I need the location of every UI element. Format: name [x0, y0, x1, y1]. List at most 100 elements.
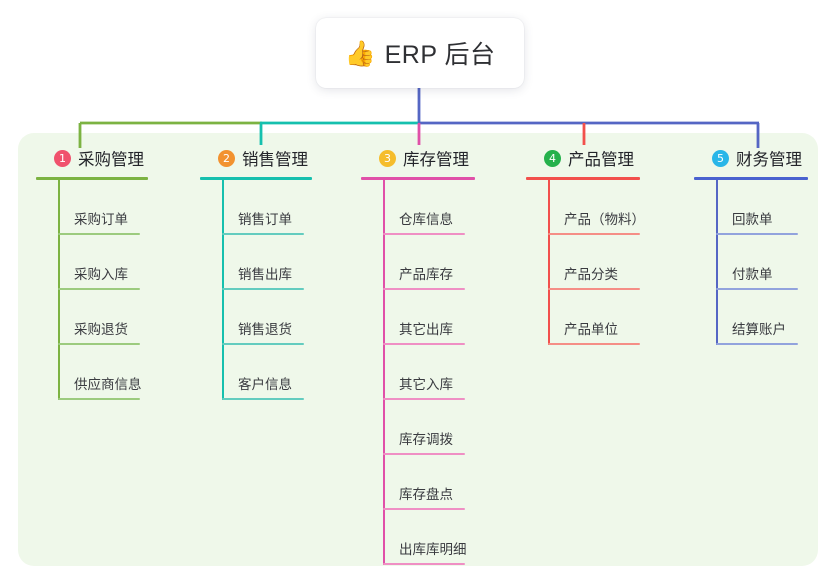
branch-item[interactable]: 出库库明细 — [361, 510, 475, 565]
branch-item-underline — [222, 233, 304, 235]
branch-item[interactable]: 库存调拨 — [361, 400, 475, 455]
branch-column-5: 5 财务管理回款单付款单结算账户 — [694, 146, 808, 345]
branch-item-label: 销售出库 — [238, 267, 292, 282]
branch-item-underline — [716, 288, 798, 290]
branch-item[interactable]: 回款单 — [694, 180, 808, 235]
branch-badge-2: 2 — [218, 149, 235, 167]
branch-underline-1 — [36, 177, 148, 180]
thumbs-up-icon: 👍 — [344, 38, 376, 68]
branch-items-3: 仓库信息产品库存其它出库其它入库库存调拨库存盘点出库库明细 — [361, 180, 475, 565]
branch-item-label: 产品库存 — [399, 267, 453, 282]
branch-item-label: 库存盘点 — [399, 487, 453, 502]
branch-item[interactable]: 供应商信息 — [36, 345, 148, 400]
branch-item[interactable]: 销售退货 — [200, 290, 312, 345]
branch-item-label: 结算账户 — [732, 322, 786, 337]
branch-underline-2 — [200, 177, 312, 180]
branch-title-2: 销售管理 — [242, 151, 308, 169]
branch-item-underline — [383, 563, 465, 565]
branch-spine-3 — [383, 180, 385, 565]
diagram-panel — [18, 133, 818, 566]
branch-item-label: 采购退货 — [74, 322, 128, 337]
root-node-title: ERP 后台 — [384, 41, 496, 69]
branch-item-label: 付款单 — [732, 267, 773, 282]
branch-item-label: 销售订单 — [238, 212, 292, 227]
branch-item-underline — [383, 288, 465, 290]
branch-badge-1: 1 — [54, 149, 71, 167]
branch-items-4: 产品（物料） 产品分类产品单位 — [526, 180, 645, 345]
branch-badge-3: 3 — [379, 149, 396, 167]
branch-item-label: 库存调拨 — [399, 432, 453, 447]
branch-title-1: 采购管理 — [78, 151, 144, 169]
branch-items-2: 销售订单销售出库销售退货客户信息 — [200, 180, 312, 400]
branch-underline-5 — [694, 177, 808, 180]
branch-item-underline — [716, 233, 798, 235]
branch-item-underline — [383, 233, 465, 235]
branch-title-4: 产品管理 — [568, 151, 634, 169]
branch-item-underline — [58, 398, 140, 400]
branch-header-3[interactable]: 3 库存管理 — [361, 146, 475, 170]
branch-item[interactable]: 销售订单 — [200, 180, 312, 235]
branch-item[interactable]: 销售出库 — [200, 235, 312, 290]
branch-item[interactable]: 采购入库 — [36, 235, 148, 290]
branch-item-label: 产品单位 — [564, 322, 618, 337]
branch-item-underline — [548, 233, 640, 235]
branch-badge-4: 4 — [544, 149, 561, 167]
branch-item-label: 产品（物料） — [564, 212, 645, 227]
branch-item[interactable]: 产品库存 — [361, 235, 475, 290]
branch-item-label: 回款单 — [732, 212, 773, 227]
branch-item[interactable]: 客户信息 — [200, 345, 312, 400]
branch-item-underline — [58, 233, 140, 235]
branch-item[interactable]: 产品单位 — [526, 290, 640, 345]
branch-header-4[interactable]: 4 产品管理 — [526, 146, 640, 170]
branch-item-underline — [383, 398, 465, 400]
branch-item[interactable]: 产品分类 — [526, 235, 640, 290]
branch-item-underline — [383, 343, 465, 345]
branch-item-underline — [58, 288, 140, 290]
branch-column-2: 2 销售管理销售订单销售出库销售退货客户信息 — [200, 146, 312, 400]
branch-spine-5 — [716, 180, 718, 345]
branch-item-underline — [383, 453, 465, 455]
branch-spine-2 — [222, 180, 224, 400]
branch-item[interactable]: 采购退货 — [36, 290, 148, 345]
branch-item-underline — [548, 288, 640, 290]
branch-item-label: 其它出库 — [399, 322, 453, 337]
branch-item[interactable]: 其它入库 — [361, 345, 475, 400]
branch-badge-5: 5 — [712, 149, 729, 167]
branch-item[interactable]: 其它出库 — [361, 290, 475, 345]
branch-item-underline — [222, 288, 304, 290]
branch-title-3: 库存管理 — [403, 151, 469, 169]
branch-spine-1 — [58, 180, 60, 400]
root-node[interactable]: 👍 ERP 后台 — [316, 18, 524, 88]
branch-item[interactable]: 产品（物料） — [526, 180, 645, 235]
branch-item-label: 仓库信息 — [399, 212, 453, 227]
branch-column-1: 1 采购管理采购订单采购入库采购退货供应商信息 — [36, 146, 148, 400]
branch-item[interactable]: 付款单 — [694, 235, 808, 290]
branch-item-label: 采购订单 — [74, 212, 128, 227]
branch-item-underline — [548, 343, 640, 345]
branch-item-underline — [58, 343, 140, 345]
branch-column-4: 4 产品管理产品（物料） 产品分类产品单位 — [526, 146, 645, 345]
root-node-content: 👍 ERP 后台 — [344, 35, 495, 71]
branch-item[interactable]: 库存盘点 — [361, 455, 475, 510]
branch-item[interactable]: 仓库信息 — [361, 180, 475, 235]
branch-item-underline — [222, 398, 304, 400]
branch-column-3: 3 库存管理仓库信息产品库存其它出库其它入库库存调拨库存盘点出库库明细 — [361, 146, 475, 565]
branch-underline-3 — [361, 177, 475, 180]
branch-item[interactable]: 结算账户 — [694, 290, 808, 345]
branch-item-label: 采购入库 — [74, 267, 128, 282]
branch-header-2[interactable]: 2 销售管理 — [200, 146, 312, 170]
branch-header-1[interactable]: 1 采购管理 — [36, 146, 148, 170]
branch-item-label: 供应商信息 — [74, 377, 142, 392]
branch-item[interactable]: 采购订单 — [36, 180, 148, 235]
branch-item-label: 客户信息 — [238, 377, 292, 392]
branch-item-label: 其它入库 — [399, 377, 453, 392]
branch-header-5[interactable]: 5 财务管理 — [694, 146, 808, 170]
branch-item-label: 产品分类 — [564, 267, 618, 282]
branch-items-5: 回款单付款单结算账户 — [694, 180, 808, 345]
branch-spine-4 — [548, 180, 550, 345]
branch-item-underline — [222, 343, 304, 345]
branch-title-5: 财务管理 — [736, 151, 802, 169]
branch-underline-4 — [526, 177, 640, 180]
branch-item-label: 出库库明细 — [399, 542, 467, 557]
